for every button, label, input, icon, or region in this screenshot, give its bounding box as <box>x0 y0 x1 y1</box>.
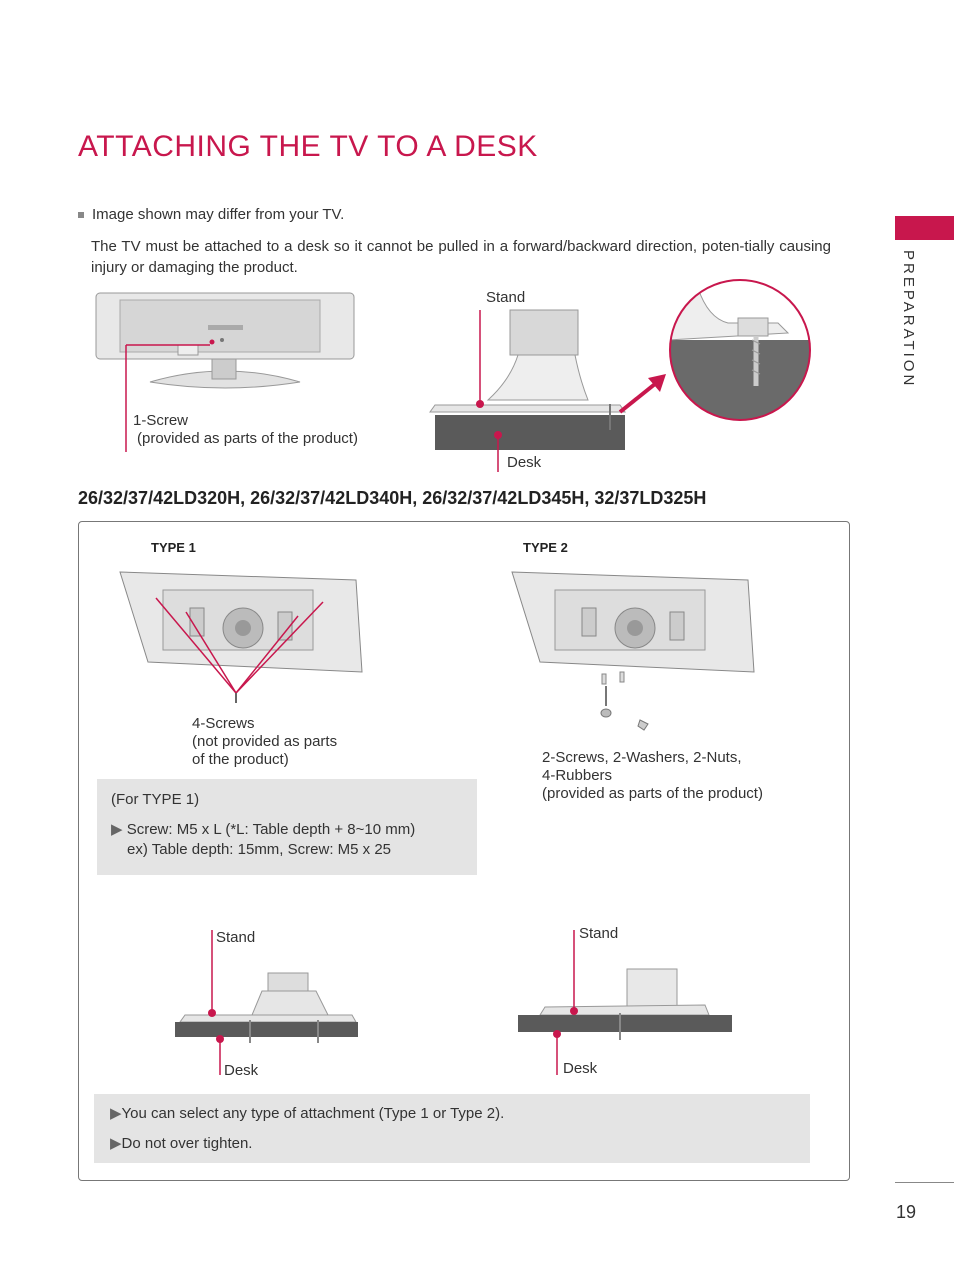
screw-label: 1-Screw <box>133 412 189 429</box>
triangle-bullet-icon: ▶ <box>110 1105 122 1122</box>
triangle-bullet-icon: ▶ <box>110 1135 122 1152</box>
type1-desk-label: Desk <box>224 1062 259 1079</box>
screw-provided-label: (provided as parts of the product) <box>137 430 358 447</box>
note-line: Image shown may differ from your TV. <box>78 204 344 225</box>
section-tab-marker <box>895 216 954 240</box>
type2-stand-base-illustration <box>511 571 755 731</box>
type2-parts-label: 2-Screws, 2-Washers, 2-Nuts, <box>542 749 742 766</box>
attachment-types-panel <box>78 521 850 1181</box>
type1-stand-label: Stand <box>216 929 256 946</box>
zoom-arrow-icon <box>618 374 666 414</box>
type1-desk-illustration <box>175 930 358 1075</box>
type2-stand-label: Stand <box>579 925 619 942</box>
note-text: Image shown may differ from your TV. <box>92 206 345 223</box>
type1-info-title: (For TYPE 1) <box>111 791 200 808</box>
type1-screw-info-box <box>97 779 477 875</box>
note-item: ▶Do not over tighten. <box>110 1135 253 1152</box>
type1-screws-note-cont: of the product) <box>192 751 289 768</box>
page-number: 19 <box>896 1202 917 1222</box>
square-bullet-icon <box>78 212 84 219</box>
page-number-rule <box>895 1182 954 1183</box>
stand-label: Stand <box>486 289 526 306</box>
type2-desk-label: Desk <box>563 1060 598 1077</box>
type2-parts-note: (provided as parts of the product) <box>542 785 763 802</box>
type1-info-line1: ▶ Screw: M5 x L (*L: Table depth + 8~10 … <box>111 821 416 838</box>
zoom-detail-illustration <box>669 279 811 421</box>
type2-label: TYPE 2 <box>523 540 568 555</box>
type1-stand-base-illustration <box>119 571 363 703</box>
type2-rubbers-label: 4-Rubbers <box>542 767 613 784</box>
type1-screws-label: 4-Screws <box>192 715 255 732</box>
section-tab-label: PREPARATION <box>900 250 917 389</box>
type1-screws-note: (not provided as parts <box>192 733 338 750</box>
triangle-bullet-icon: ▶ <box>111 821 123 838</box>
note-item: ▶You can select any type of attachment (… <box>110 1105 505 1122</box>
type2-desk-illustration <box>518 930 732 1075</box>
intro-paragraph: The TV must be attached to a desk so it … <box>91 238 831 276</box>
desk-label: Desk <box>507 454 542 471</box>
type1-label: TYPE 1 <box>151 540 196 555</box>
notes-box <box>94 1094 810 1163</box>
type1-info-line2: ex) Table depth: 15mm, Screw: M5 x 25 <box>127 841 392 858</box>
tv-back-illustration <box>95 292 355 452</box>
model-heading: 26/32/37/42LD320H, 26/32/37/42LD340H, 26… <box>78 488 707 508</box>
page-title: ATTACHING THE TV TO A DESK <box>78 130 538 163</box>
stand-desk-illustration <box>429 309 626 472</box>
